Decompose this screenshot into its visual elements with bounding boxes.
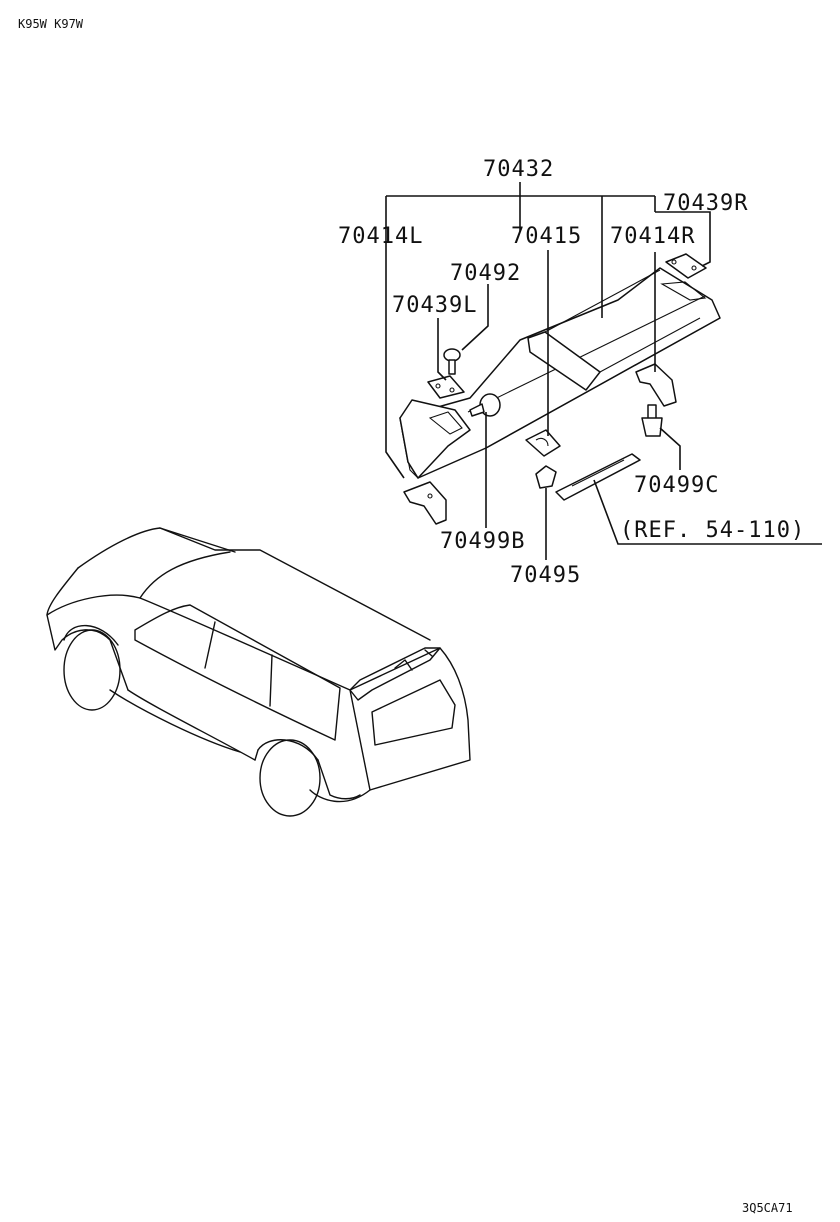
pad-left-upper bbox=[427, 375, 465, 399]
pad-right-upper bbox=[665, 253, 707, 279]
callout-70499C: 70499C bbox=[634, 473, 719, 498]
callout-ref-54-110: (REF. 54-110) bbox=[620, 518, 805, 543]
callout-70415: 70415 bbox=[511, 224, 582, 249]
nut bbox=[535, 465, 557, 489]
callout-70499B: 70499B bbox=[440, 529, 525, 554]
callout-70492: 70492 bbox=[450, 261, 521, 286]
callout-70432: 70432 bbox=[483, 157, 554, 182]
vehicle-outline bbox=[46, 527, 471, 817]
callout-70439L: 70439L bbox=[392, 293, 477, 318]
high-mount-stop-lamp bbox=[555, 453, 641, 501]
leader-lines bbox=[385, 182, 822, 560]
diagram-code-label: 3Q5CA71 bbox=[742, 1201, 793, 1215]
bracket-right bbox=[635, 363, 677, 407]
model-codes-label: K95W K97W bbox=[18, 17, 84, 31]
clip-c bbox=[641, 404, 663, 437]
callout-70414L: 70414L bbox=[338, 224, 423, 249]
callout-70414R: 70414R bbox=[610, 224, 695, 249]
small-parts bbox=[403, 253, 707, 525]
center-pad bbox=[525, 429, 561, 457]
screw bbox=[443, 348, 461, 375]
spoiler-assembly-drawing bbox=[399, 267, 721, 479]
callout-70439R: 70439R bbox=[663, 191, 748, 216]
bracket-left bbox=[403, 481, 447, 525]
clip-b bbox=[469, 393, 501, 417]
callout-70495: 70495 bbox=[510, 563, 581, 588]
